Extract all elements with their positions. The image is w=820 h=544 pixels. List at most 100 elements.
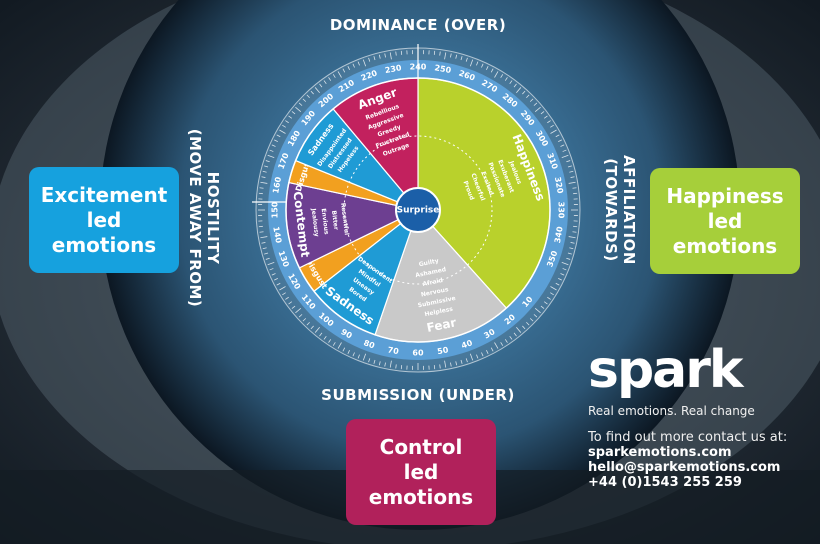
degree-label: 330	[557, 202, 566, 219]
happiness-box-line2: led	[707, 208, 743, 233]
tick-mark	[476, 354, 479, 359]
tick-mark	[533, 314, 538, 318]
tick-mark	[504, 339, 508, 343]
control-box-line3: emotions	[368, 484, 474, 509]
segment-word: Bitter	[330, 210, 339, 230]
tick-mark	[267, 154, 275, 159]
tick-mark	[494, 342, 499, 349]
happiness-box-line3: emotions	[672, 233, 778, 258]
spark-logo: spark	[588, 340, 744, 400]
tick-mark	[500, 342, 504, 346]
segment-title-fear: Fear	[425, 315, 457, 335]
tick-mark	[509, 80, 513, 85]
excitement-box-line1: Excitement	[40, 182, 168, 207]
tick-mark	[469, 59, 474, 67]
tick-mark	[560, 144, 565, 147]
tick-mark	[570, 242, 575, 244]
degree-label: 250	[434, 63, 452, 75]
tick-mark	[282, 124, 286, 128]
tick-mark	[513, 332, 517, 337]
tick-mark	[332, 74, 336, 78]
tick-mark	[302, 98, 307, 102]
tick-mark	[389, 52, 392, 60]
happiness-led-box: Happiness led emotions	[650, 168, 800, 274]
tick-mark	[260, 236, 268, 239]
website-link[interactable]: sparkemotions.com	[588, 445, 732, 460]
tick-mark	[550, 286, 557, 291]
tick-mark	[298, 314, 303, 318]
tick-mark	[561, 154, 569, 159]
tick-mark	[261, 176, 266, 178]
tick-mark	[547, 120, 551, 124]
tick-mark	[310, 325, 314, 330]
tick-mark	[319, 332, 323, 337]
tick-mark	[540, 305, 545, 309]
tick-mark	[566, 257, 571, 260]
axis-label-affiliation: AFFILIATION (TOWARDS)	[590, 130, 650, 290]
center-circle	[395, 187, 441, 233]
tagline: Real emotions. Real change	[588, 404, 755, 418]
tick-mark	[568, 236, 576, 239]
degree-label: 140	[271, 226, 283, 244]
tick-mark	[534, 308, 541, 314]
axis-label-hostility-line1: HOSTILITY	[204, 171, 222, 265]
tick-mark	[291, 305, 296, 309]
tick-mark	[352, 352, 355, 357]
tick-mark	[288, 115, 293, 119]
tick-mark	[285, 296, 289, 300]
tick-mark	[288, 301, 293, 305]
tick-mark	[509, 335, 513, 340]
tick-mark	[302, 318, 307, 322]
degree-label: 160	[271, 176, 283, 194]
tick-mark	[534, 106, 541, 112]
tick-mark	[526, 321, 530, 326]
center-label: Surprise	[397, 206, 440, 216]
tick-mark	[465, 358, 468, 363]
tick-mark	[450, 53, 452, 58]
axis-label-affiliation-line2: (TOWARDS)	[602, 158, 620, 262]
tick-mark	[279, 129, 286, 134]
axis-label-dominance: DOMINANCE (OVER)	[329, 16, 507, 34]
tick-mark	[276, 134, 281, 138]
happiness-box-line1: Happiness	[666, 183, 784, 208]
tick-mark	[291, 111, 296, 115]
tick-mark	[373, 56, 376, 61]
tick-mark	[282, 292, 286, 296]
tick-mark	[279, 286, 286, 291]
tick-mark	[395, 364, 397, 369]
tick-mark	[560, 273, 565, 276]
tick-mark	[337, 342, 342, 349]
tick-mark	[569, 170, 574, 173]
tick-mark	[567, 252, 572, 255]
email-link[interactable]: hello@sparkemotions.com	[588, 460, 781, 475]
control-box-line2: led	[403, 459, 439, 484]
tick-mark	[362, 59, 367, 67]
excitement-led-box: Excitement led emotions	[29, 167, 179, 273]
tick-mark	[555, 282, 560, 286]
tick-mark	[516, 87, 522, 94]
segment-word: Envious	[320, 208, 330, 235]
tick-mark	[260, 181, 268, 184]
tick-mark	[567, 165, 572, 168]
tick-mark	[566, 160, 571, 163]
degree-label: 40	[460, 338, 474, 350]
tick-mark	[265, 160, 270, 163]
tick-mark	[516, 326, 522, 333]
tick-mark	[342, 347, 346, 352]
tick-mark	[323, 80, 327, 85]
phone-number: +44 (0)1543 255 259	[588, 475, 742, 490]
tick-mark	[274, 278, 278, 281]
tick-mark	[295, 308, 302, 314]
segment-word: Guilty	[418, 257, 439, 268]
tick-mark	[269, 149, 274, 152]
tick-mark	[298, 102, 303, 106]
tick-mark	[261, 242, 266, 244]
tick-mark	[558, 139, 562, 142]
tick-mark	[265, 257, 270, 260]
tick-mark	[550, 124, 554, 128]
tick-mark	[357, 354, 360, 359]
tick-mark	[259, 187, 264, 189]
degree-label: 60	[412, 349, 424, 358]
tick-mark	[384, 362, 386, 367]
